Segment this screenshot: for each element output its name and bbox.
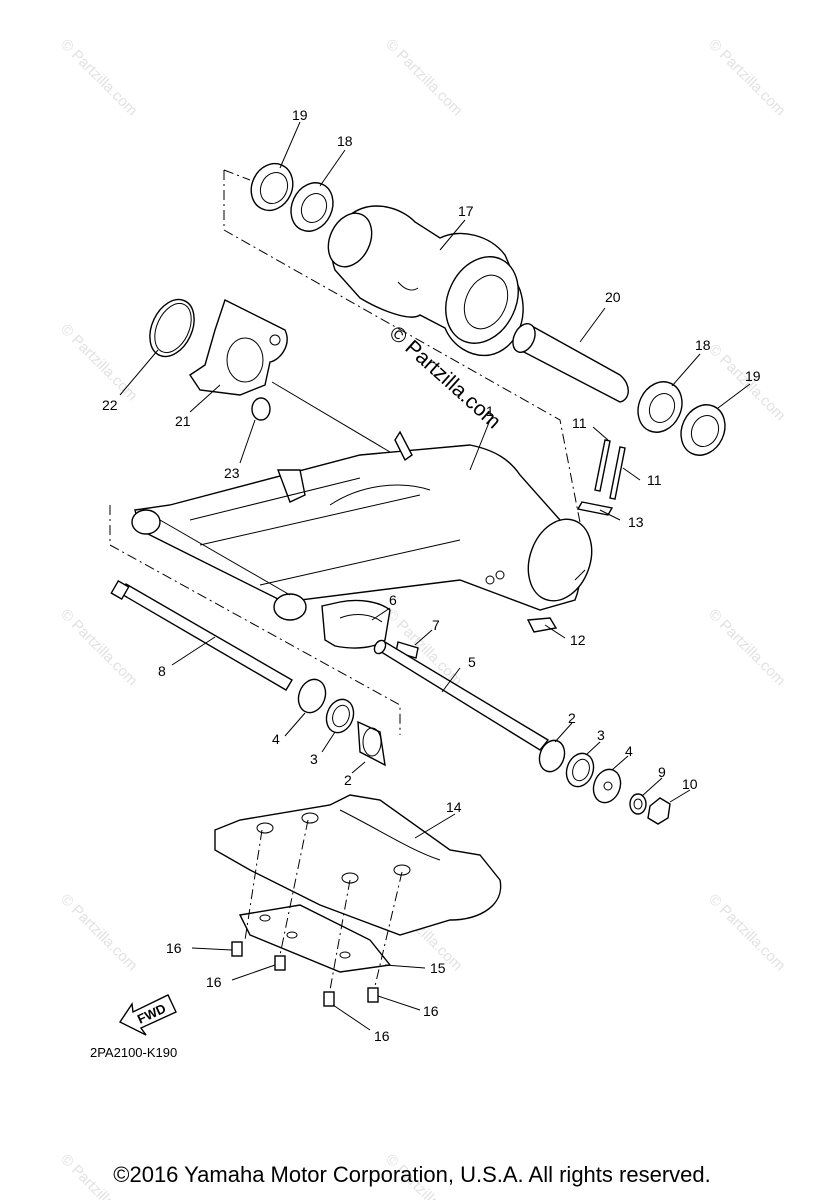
shaft-part [373,639,550,751]
bracket-housing-part [327,205,524,357]
bearing-part [637,381,683,433]
callout-10: 10 [682,776,698,792]
bearing-part [290,182,334,232]
oil-seal-part [565,752,595,788]
callout-22: 22 [102,397,118,413]
pivot-shaft-part [110,579,293,691]
needle-bearing-part [357,720,386,767]
watermark-text: © Partzilla.com [57,321,140,404]
circlip-part [149,298,195,358]
callout-13: 13 [628,514,644,530]
nut-part [647,797,671,825]
callout-14: 14 [446,799,462,815]
callout-18: 18 [337,133,353,149]
callout-3: 3 [310,751,318,767]
callout-16: 16 [206,974,222,990]
callout-9: 9 [658,764,666,780]
oil-seal-part [680,404,726,456]
callout-19: 19 [745,368,761,384]
callout-16: 16 [423,1003,439,1019]
watermark-text: © Partzilla.com [705,606,788,689]
guard-part [214,794,502,936]
bolt-part [231,941,379,1007]
callout-2: 2 [568,710,576,726]
callout-12: 12 [570,632,586,648]
callout-17: 17 [458,203,474,219]
callout-23: 23 [224,465,240,481]
thrust-cover-part [592,768,622,804]
leader-lines [119,121,751,1031]
callout-7: 7 [432,617,440,633]
callout-1: 1 [486,403,494,419]
bolt-part [594,439,626,500]
copyright-notice: ©2016 Yamaha Motor Corporation, U.S.A. A… [113,1162,711,1187]
callout-3: 3 [597,727,605,743]
callout-11: 11 [572,415,587,431]
callout-5: 5 [468,654,476,670]
callout-4: 4 [625,743,633,759]
nut-plate-part [526,617,558,633]
callout-16: 16 [374,1028,390,1044]
callout-19: 19 [292,107,308,123]
callout-8: 8 [158,663,166,679]
watermark-text: © Partzilla.com [57,891,140,974]
collar-pipe-part [512,323,629,403]
thrust-cover-part [297,678,327,714]
callout-15: 15 [430,960,446,976]
guard-plate-part [189,299,288,396]
bush-holder-part [321,599,391,649]
callout-16: 16 [166,940,182,956]
watermark-text: © Partzilla.com [705,891,788,974]
oil-seal-part [250,162,294,212]
rear-arm-part [131,430,593,621]
needle-bearing-part [538,739,566,773]
callout-labels: 19 18 17 20 18 19 22 21 23 1 11 11 13 12… [102,107,761,1044]
washer-part [629,793,647,815]
collar-part [251,397,271,421]
fwd-arrow-icon: FWD [118,994,177,1036]
watermark-text: © Partzilla.com [382,36,465,119]
callout-2: 2 [344,772,352,788]
callout-6: 6 [389,592,397,608]
oil-seal-part [325,698,355,734]
callout-21: 21 [175,413,191,429]
assembly-lines [109,169,586,735]
callout-11: 11 [647,472,662,488]
watermark-text: © Partzilla.com [705,36,788,119]
callout-4: 4 [272,731,280,747]
diagram-code: 2PA2100-K190 [90,1045,177,1060]
callout-18: 18 [695,337,711,353]
callout-20: 20 [605,289,621,305]
watermark-text: © Partzilla.com [57,606,140,689]
watermark-text: © Partzilla.com [57,36,140,119]
